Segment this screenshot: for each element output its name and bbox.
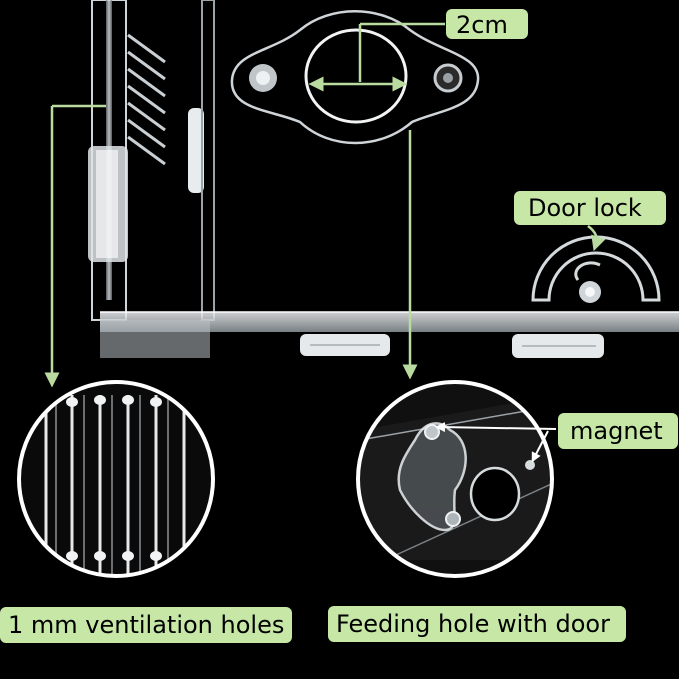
door-lock-label: Door lock [514,191,666,225]
door-lock-piece [531,235,661,303]
ventilation-holes-label: 1 mm ventilation holes [0,607,292,643]
magnet-label: magnet [558,413,678,449]
feeding-door-plate [230,10,480,145]
base-panel-edge [100,311,679,358]
side-wall-panel [88,0,215,321]
hole-size-label: 2cm [446,9,528,39]
feeding-hole-closeup-circle [356,380,557,578]
feeding-hole-label: Feeding hole with door [328,606,626,642]
ventilation-closeup-circle [17,380,215,578]
annotation-arrows [44,22,606,388]
ventilation-slits [127,33,166,166]
